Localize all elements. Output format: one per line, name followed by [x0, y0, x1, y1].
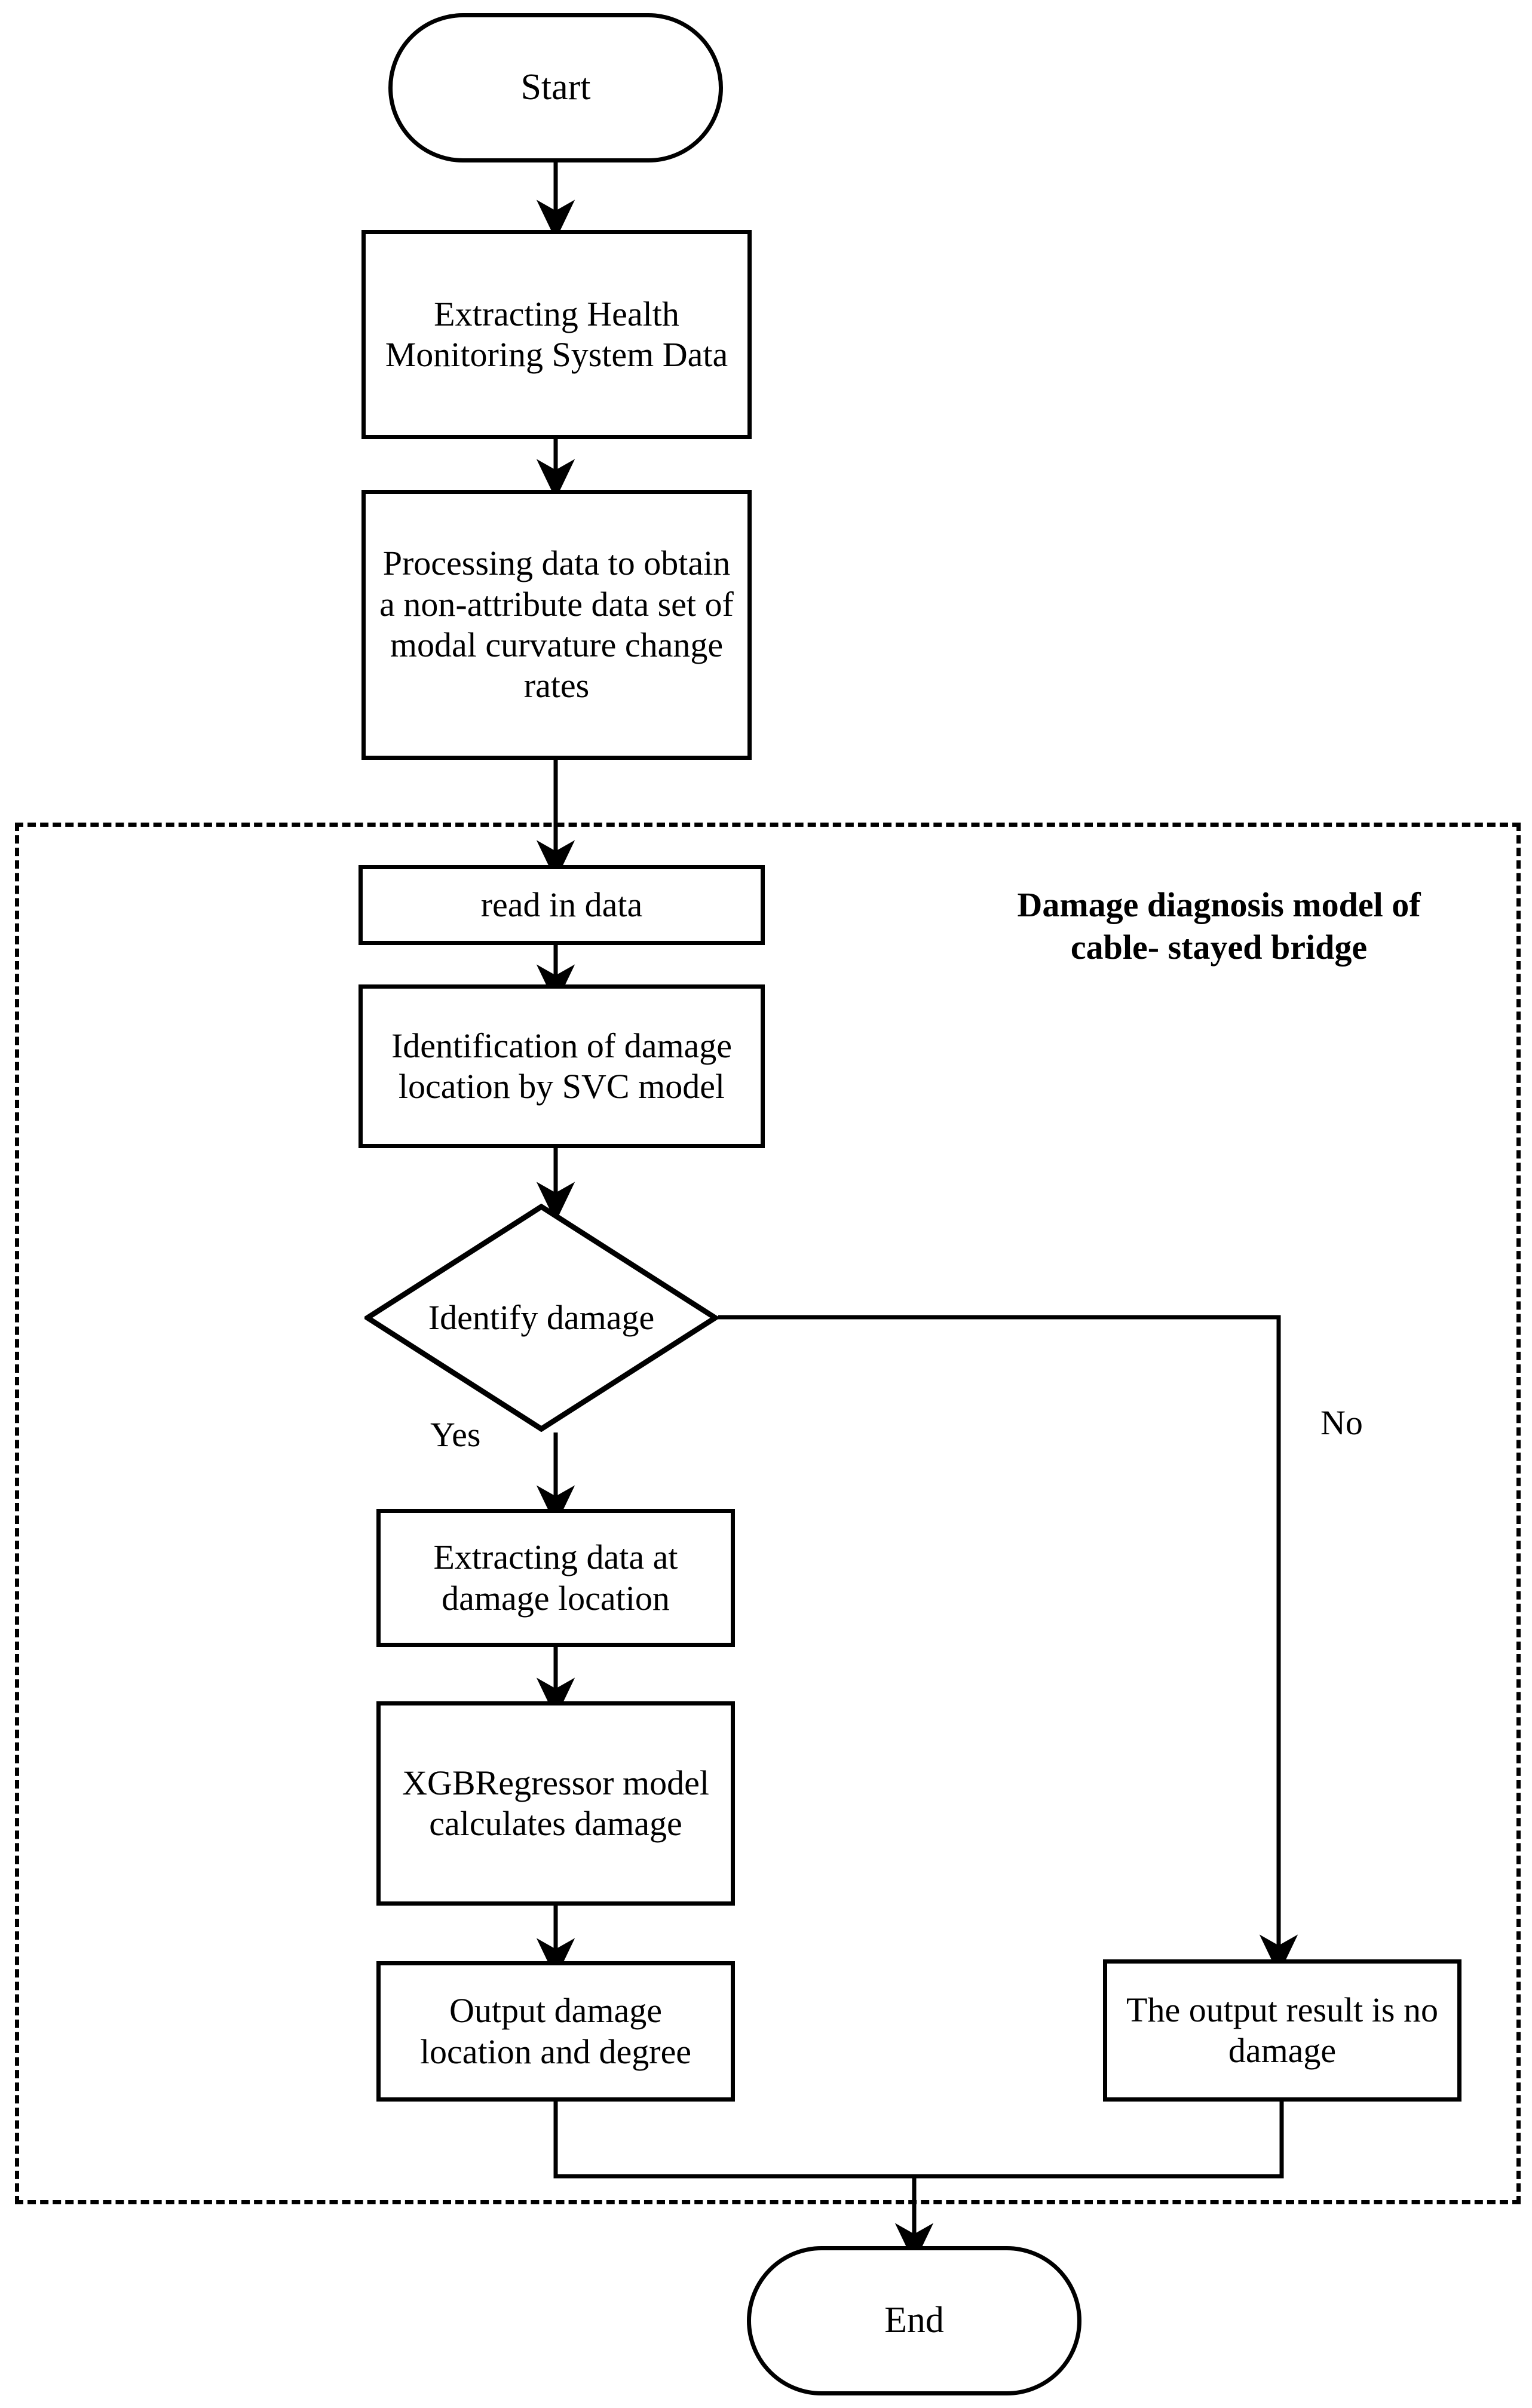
diamond-shape [364, 1204, 718, 1432]
node-identify-damage-decision[interactable]: Identify damage [364, 1204, 718, 1432]
node-extract-shm-data[interactable]: Extracting Health Monitoring System Data [361, 230, 752, 439]
decision-label: Identify damage [428, 1297, 655, 1337]
edge-label-no: No [1320, 1403, 1363, 1442]
node-output-no-damage[interactable]: The output result is no damage [1103, 1959, 1461, 2102]
node-output-damage-location-degree[interactable]: Output damage location and degree [376, 1961, 735, 2102]
node-xgbregressor-calculate[interactable]: XGBRegressor model calculates damage [376, 1701, 735, 1906]
node-end[interactable]: End [747, 2246, 1081, 2395]
node-start[interactable]: Start [388, 13, 723, 162]
damage-diagnosis-group-box [15, 823, 1521, 2204]
group-title-label: Damage diagnosis model of cable- stayed … [1017, 885, 1421, 967]
node-extract-data-at-damage-location[interactable]: Extracting data at damage location [376, 1509, 735, 1647]
node-identify-damage-location-svc[interactable]: Identification of damage location by SVC… [359, 984, 765, 1148]
node-process-data[interactable]: Processing data to obtain a non-attribut… [361, 490, 752, 760]
edge-label-yes: Yes [430, 1415, 481, 1454]
node-read-in-data[interactable]: read in data [359, 865, 765, 945]
